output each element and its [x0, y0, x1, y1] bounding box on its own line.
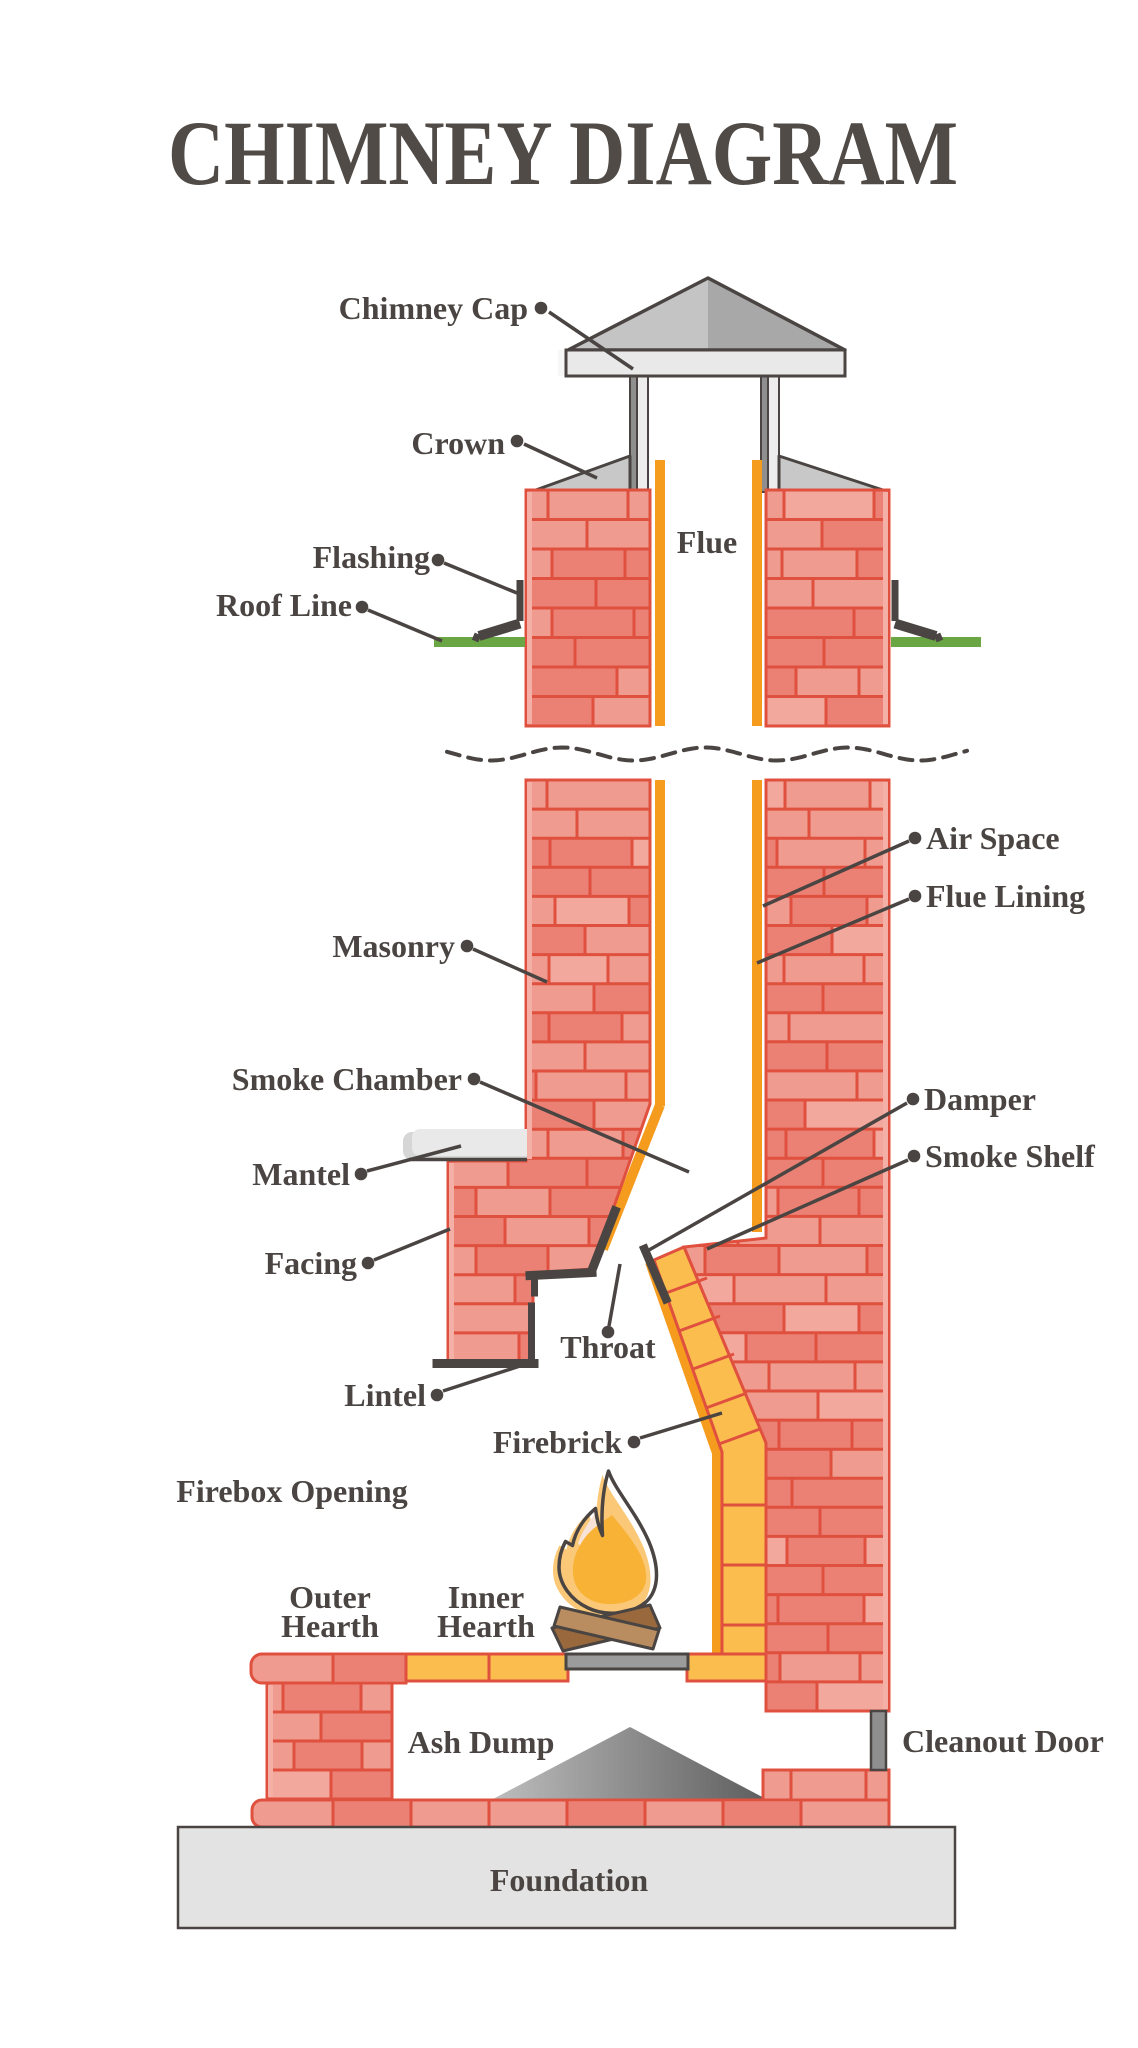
svg-text:Chimney Cap: Chimney Cap: [339, 290, 528, 326]
svg-text:Cleanout Door: Cleanout Door: [902, 1723, 1104, 1759]
svg-text:Smoke Shelf: Smoke Shelf: [925, 1138, 1095, 1174]
svg-text:Masonry: Masonry: [332, 928, 455, 964]
svg-text:Facing: Facing: [265, 1245, 357, 1281]
svg-text:Firebox Opening: Firebox Opening: [176, 1473, 407, 1509]
svg-text:Firebrick: Firebrick: [493, 1424, 622, 1460]
svg-text:Damper: Damper: [924, 1081, 1036, 1117]
svg-text:Air Space: Air Space: [926, 820, 1060, 856]
svg-text:Foundation: Foundation: [490, 1862, 648, 1898]
svg-text:Flue: Flue: [677, 524, 737, 560]
svg-text:CHIMNEY DIAGRAM: CHIMNEY DIAGRAM: [168, 102, 958, 204]
svg-text:Ash Dump: Ash Dump: [408, 1724, 555, 1760]
svg-text:Hearth: Hearth: [281, 1608, 379, 1644]
svg-text:Crown: Crown: [411, 425, 505, 461]
svg-text:Roof Line: Roof Line: [216, 587, 352, 623]
svg-text:Inner: Inner: [448, 1579, 524, 1615]
svg-text:Lintel: Lintel: [344, 1377, 426, 1413]
svg-text:Throat: Throat: [560, 1329, 656, 1365]
svg-text:Flue Lining: Flue Lining: [926, 878, 1085, 914]
svg-text:Hearth: Hearth: [437, 1608, 535, 1644]
svg-text:Flashing: Flashing: [313, 539, 430, 575]
svg-text:Outer: Outer: [289, 1579, 371, 1615]
svg-text:Smoke Chamber: Smoke Chamber: [232, 1061, 462, 1097]
svg-text:Mantel: Mantel: [252, 1156, 350, 1192]
